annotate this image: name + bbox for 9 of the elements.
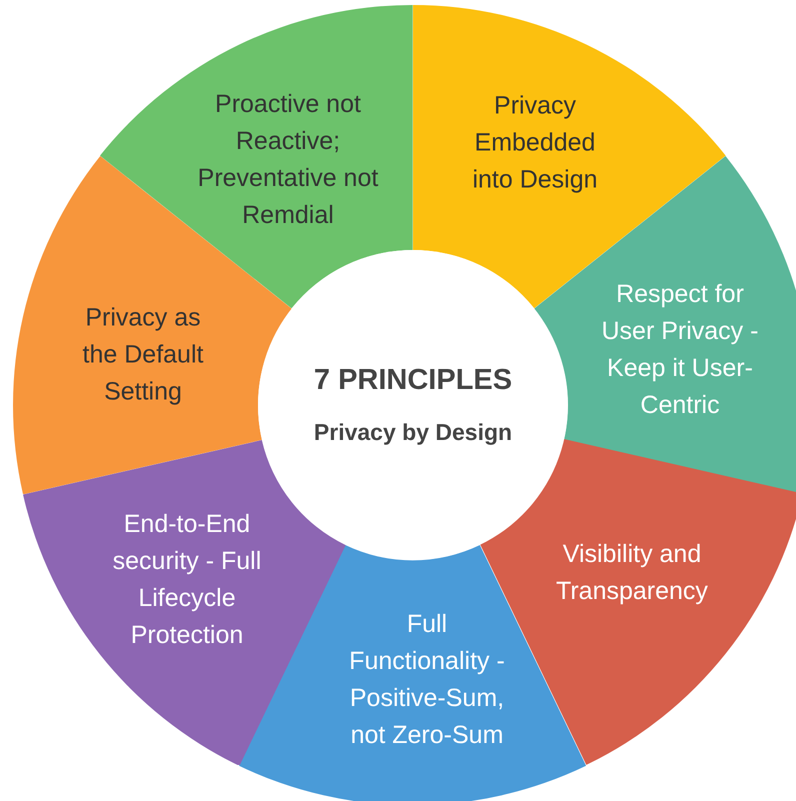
principle-label: Privacy as the Default Setting — [82, 302, 204, 408]
principle-label: Full Functionality - Positive-Sum, not Zero-Sum — [348, 608, 506, 751]
principle-label: Privacy Embedded into Design — [471, 90, 599, 196]
principle-label: Visibility and Transparency — [555, 538, 709, 607]
center-subtitle: Privacy by Design — [314, 419, 512, 446]
principle-label: End-to-End security - Full Lifecycle Protection — [112, 508, 262, 651]
principle-label: Respect for User Privacy - Keep it User-Centric — [600, 278, 760, 421]
center-title: 7 PRINCIPLES — [314, 364, 512, 397]
principle-label: Proactive not Reactive; Preventative not Remdial — [196, 89, 380, 231]
